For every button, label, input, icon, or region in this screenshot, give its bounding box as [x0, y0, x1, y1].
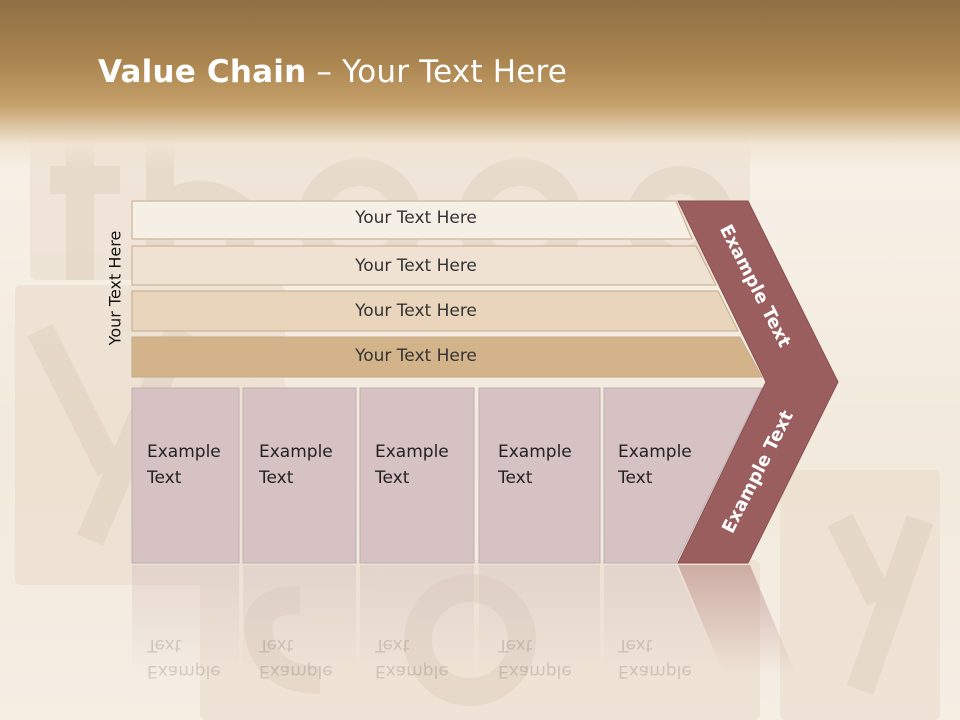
title-banner — [0, 0, 960, 170]
title-rest: – Your Text Here — [306, 54, 568, 90]
box-label-3-reflection: Example Text — [375, 635, 449, 681]
row-bar-2 — [131, 245, 717, 286]
box-label-4-reflection: Example Text — [498, 635, 572, 681]
box-label-5: Example Text — [618, 442, 692, 488]
box-4 — [478, 387, 601, 564]
slide-title: Value Chain – Your Text Here — [98, 54, 567, 90]
box-label-2: Example Text — [259, 442, 333, 488]
chevron-arrow — [677, 200, 839, 564]
row-label-4: Your Text Here — [355, 346, 477, 366]
box-3 — [359, 387, 475, 564]
title-bold: Value Chain — [98, 54, 307, 90]
box-label-2-reflection: Example Text — [259, 635, 333, 681]
row-bar-3 — [131, 290, 739, 332]
box-label-3: Example Text — [375, 442, 449, 488]
box-label-5-reflection: Example Text — [618, 635, 692, 681]
reflection — [132, 565, 796, 675]
box-1 — [131, 387, 240, 564]
box-2 — [242, 387, 357, 564]
row-label-1: Your Text Here — [355, 208, 477, 228]
box-label-4: Example Text — [498, 442, 572, 488]
row-bar-1 — [131, 200, 693, 240]
row-label-2: Your Text Here — [355, 256, 477, 276]
row-bar-4 — [131, 336, 763, 378]
box-label-1-reflection: Example Text — [147, 635, 221, 681]
box-5 — [603, 387, 763, 564]
row-label-3: Your Text Here — [355, 301, 477, 321]
box-label-1: Example Text — [147, 442, 221, 488]
